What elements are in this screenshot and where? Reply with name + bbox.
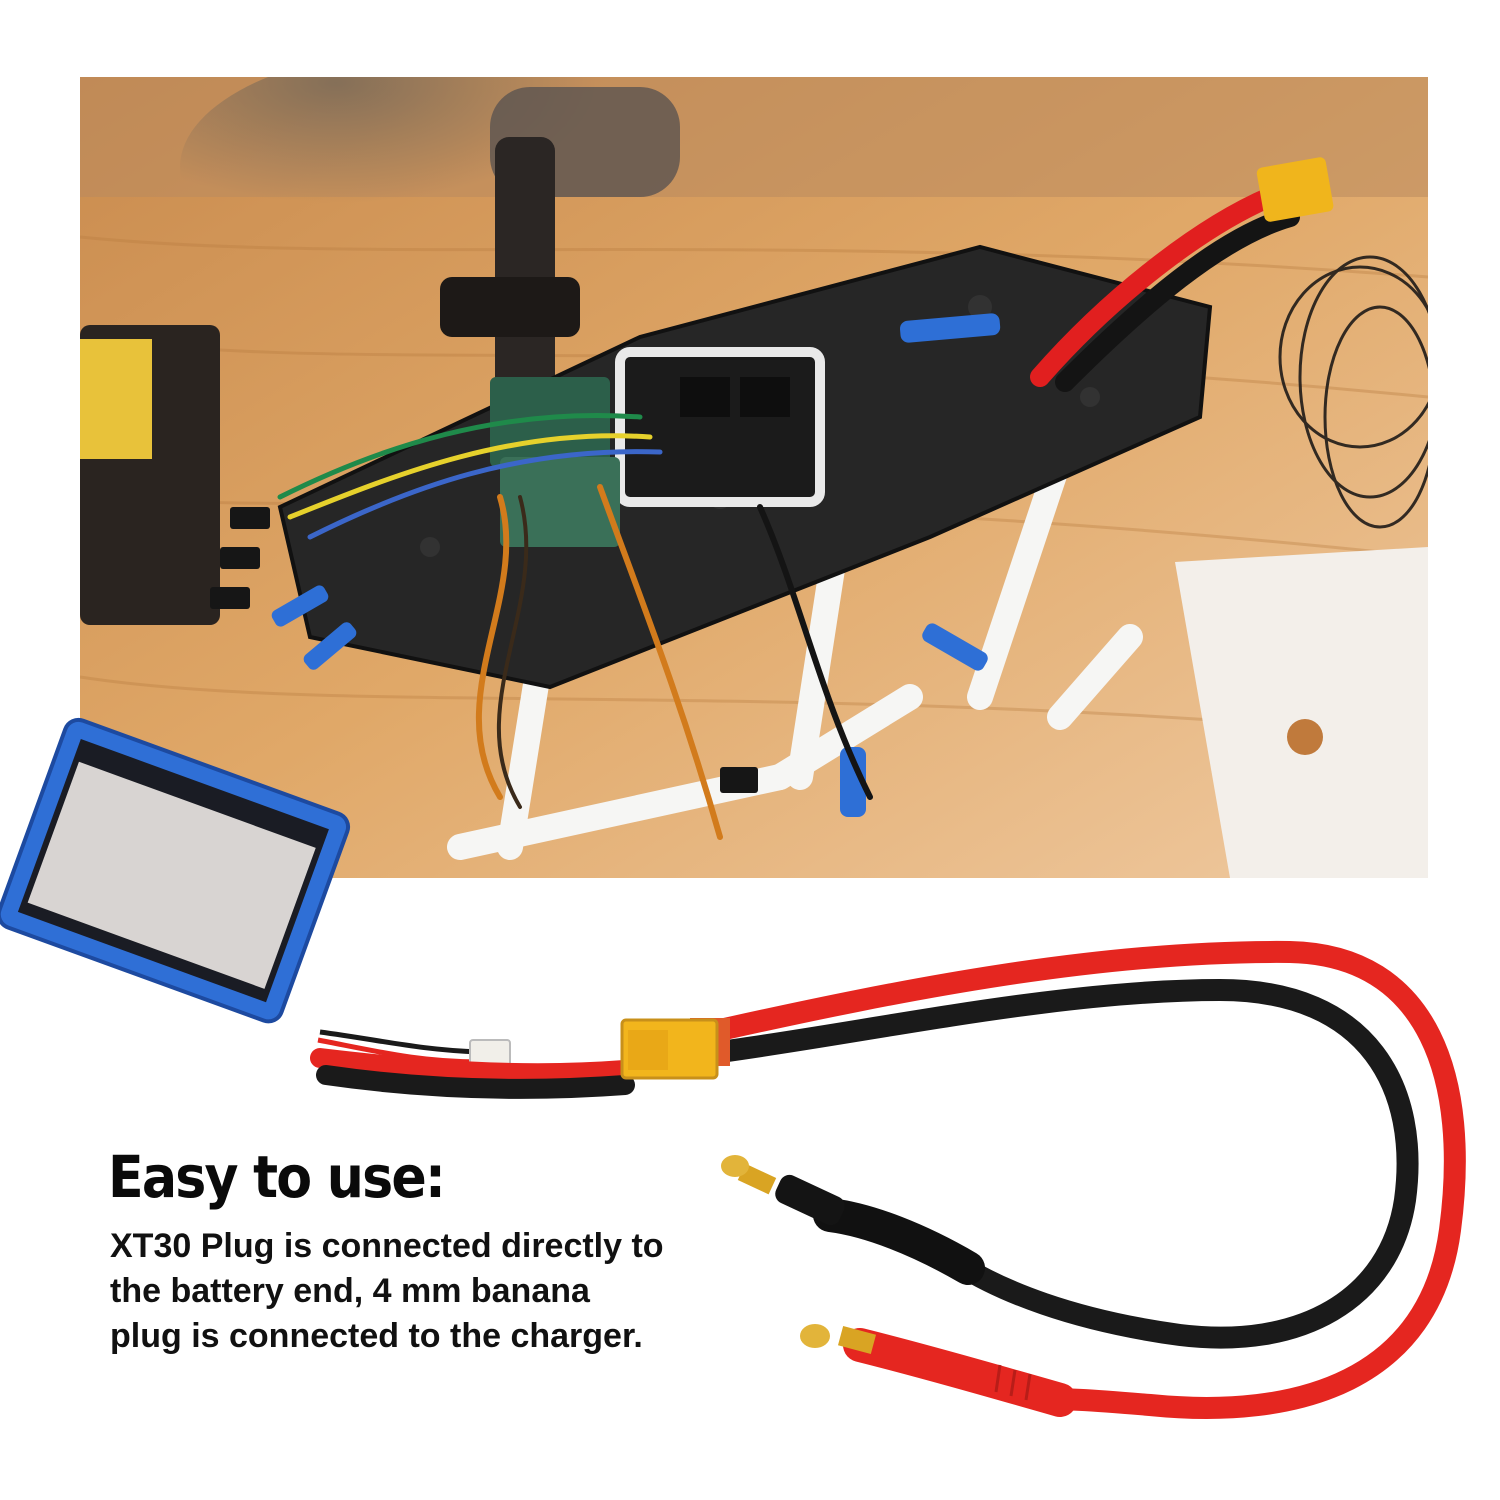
drone-frame-icon: [80, 77, 1428, 878]
feature-heading: Easy to use:: [108, 1143, 446, 1211]
description-line: plug is connected to the charger.: [110, 1317, 643, 1355]
feature-description: XT30 Plug is connected directly to the b…: [110, 1224, 750, 1359]
banana-plug-icon: [721, 1155, 985, 1285]
lipo-battery-icon: [0, 717, 351, 1024]
banana-plug-icon: [800, 1324, 1077, 1417]
xt30-connector-icon: [620, 1018, 730, 1080]
description-line: XT30 Plug is connected directly to: [110, 1227, 664, 1265]
description-line: the battery end, 4 mm banana: [110, 1272, 590, 1310]
product-photo-workbench: [80, 77, 1428, 878]
